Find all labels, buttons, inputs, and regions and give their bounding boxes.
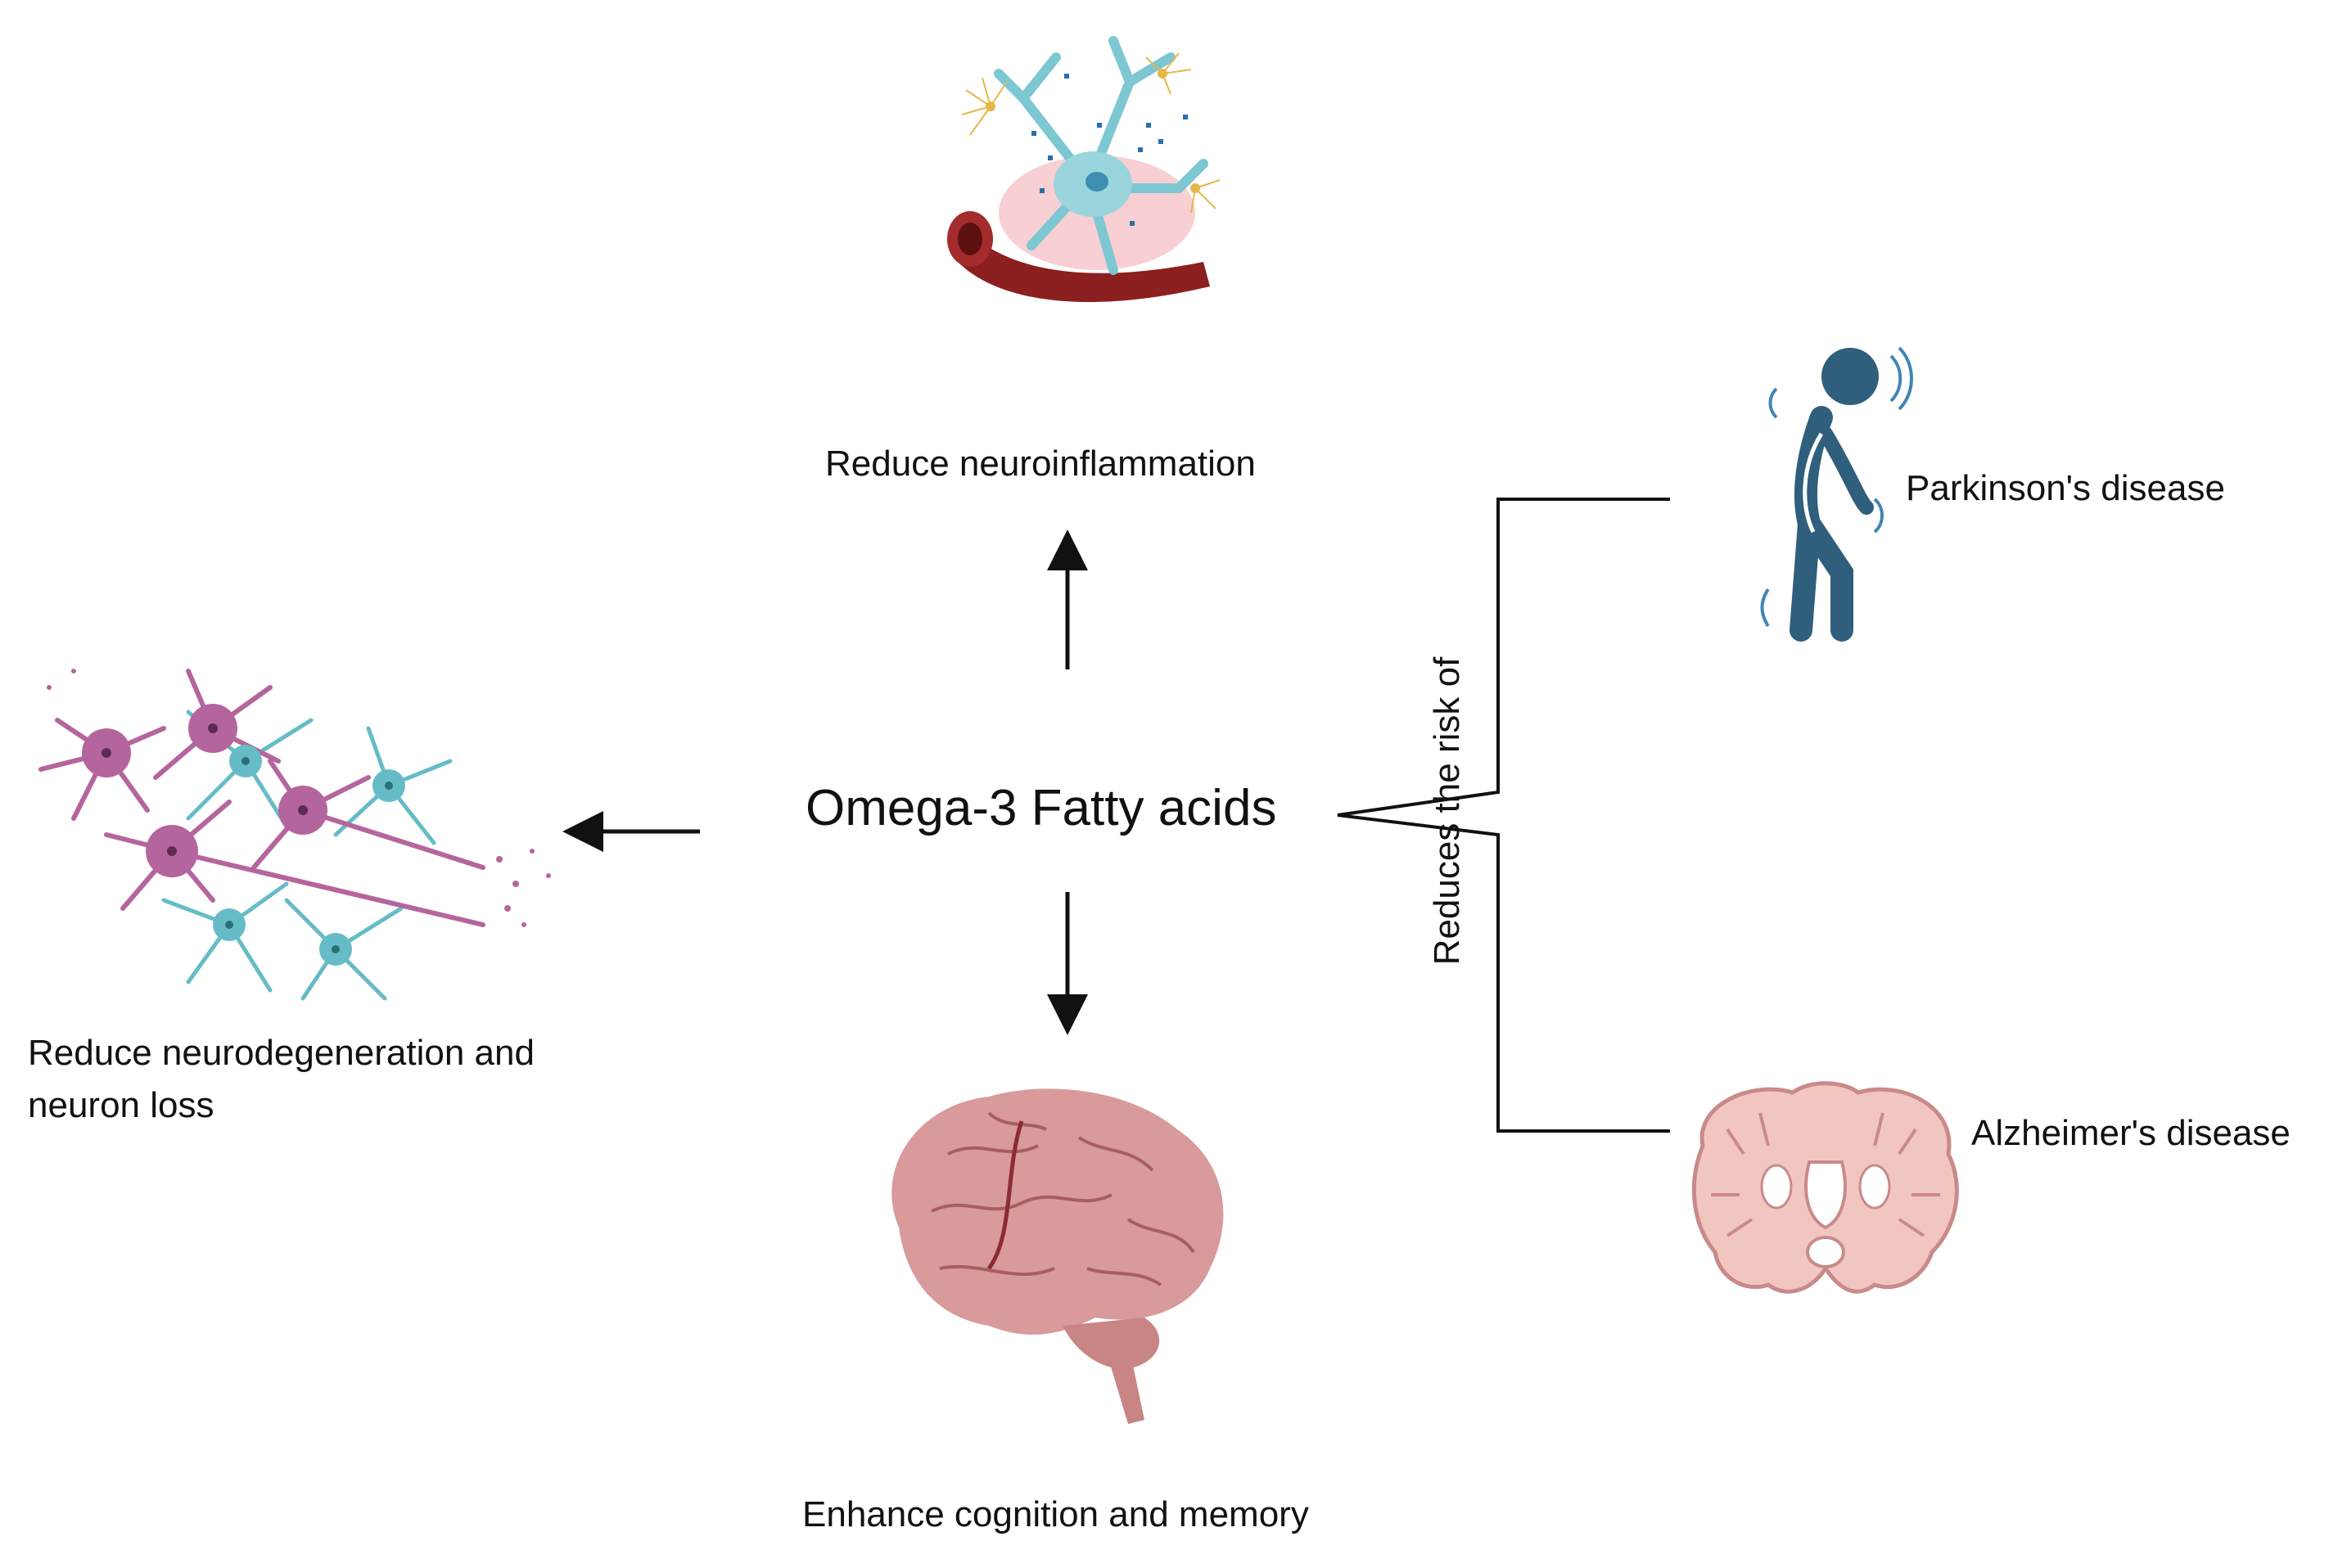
disease-parkinson: Parkinson's disease — [1906, 468, 2225, 508]
effect-label-left-2: neuron loss — [28, 1085, 214, 1125]
risk-label: Reduces the risk of — [1427, 656, 1467, 966]
effect-label-top: Reduce neuroinflammation — [825, 444, 1256, 484]
parkinson-person-icon — [1760, 346, 1913, 642]
effect-label-left-1: Reduce neurodegeneration and — [28, 1033, 535, 1073]
effect-label-bottom: Enhance cognition and memory — [802, 1494, 1309, 1534]
brain-section-icon — [1691, 1081, 1959, 1294]
risk-bracket — [1337, 498, 1670, 1133]
neuron-network-icon — [38, 669, 551, 1001]
center-label: Omega-3 Fatty acids — [806, 780, 1277, 836]
neuroinflammation-icon — [947, 36, 1221, 303]
brain-icon — [891, 1088, 1224, 1424]
disease-alzheimer: Alzheimer's disease — [1971, 1113, 2291, 1153]
